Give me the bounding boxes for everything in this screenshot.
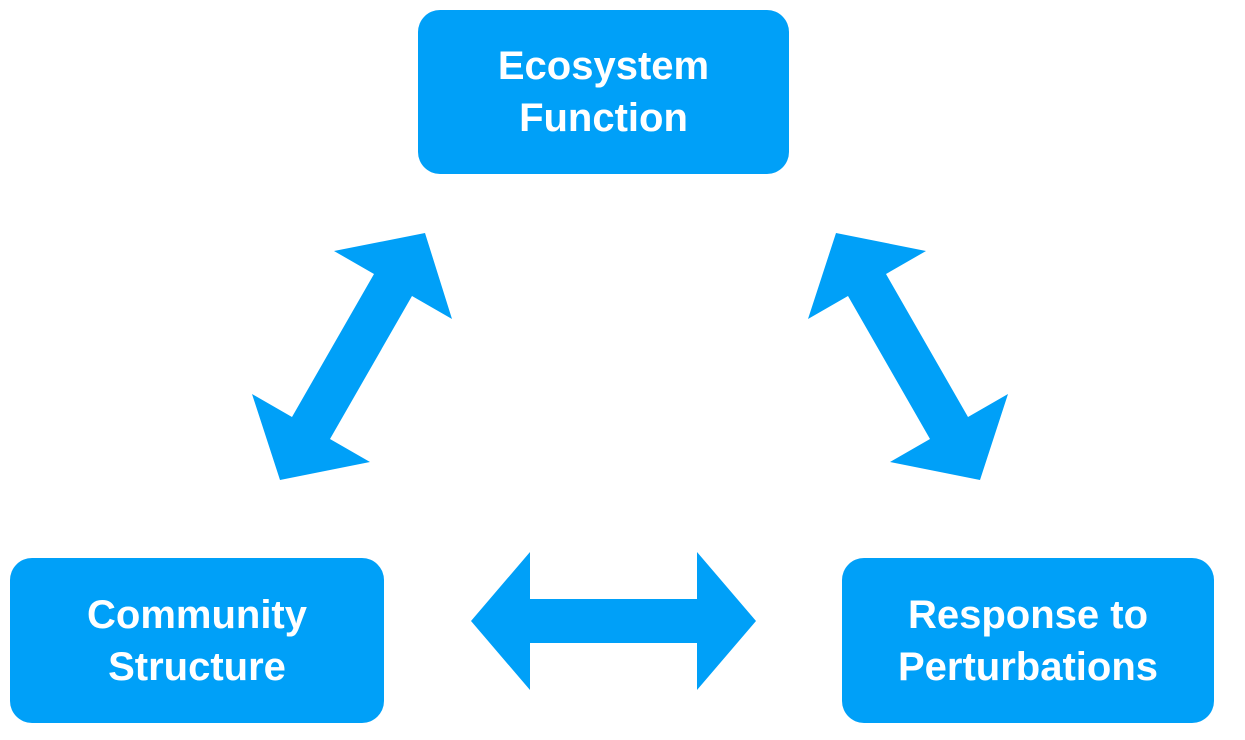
node-community-structure: Community Structure xyxy=(10,558,384,723)
arrow-community-response xyxy=(471,552,756,690)
node-ecosystem-function: Ecosystem Function xyxy=(418,10,789,174)
arrow-community-ecosystem xyxy=(252,233,452,480)
node-ecosystem-function-line2: Function xyxy=(519,96,688,140)
node-response-line2: Perturbations xyxy=(897,644,1159,689)
node-response-line1: Response to xyxy=(907,592,1149,637)
node-community-structure-line2: Structure xyxy=(108,644,286,689)
node-response-to-perturbations: Response to Perturbations xyxy=(842,558,1214,723)
node-ecosystem-function-line1: Ecosystem xyxy=(497,44,710,88)
node-community-structure-line1: Community xyxy=(87,592,307,637)
arrow-ecosystem-response xyxy=(808,233,1008,480)
